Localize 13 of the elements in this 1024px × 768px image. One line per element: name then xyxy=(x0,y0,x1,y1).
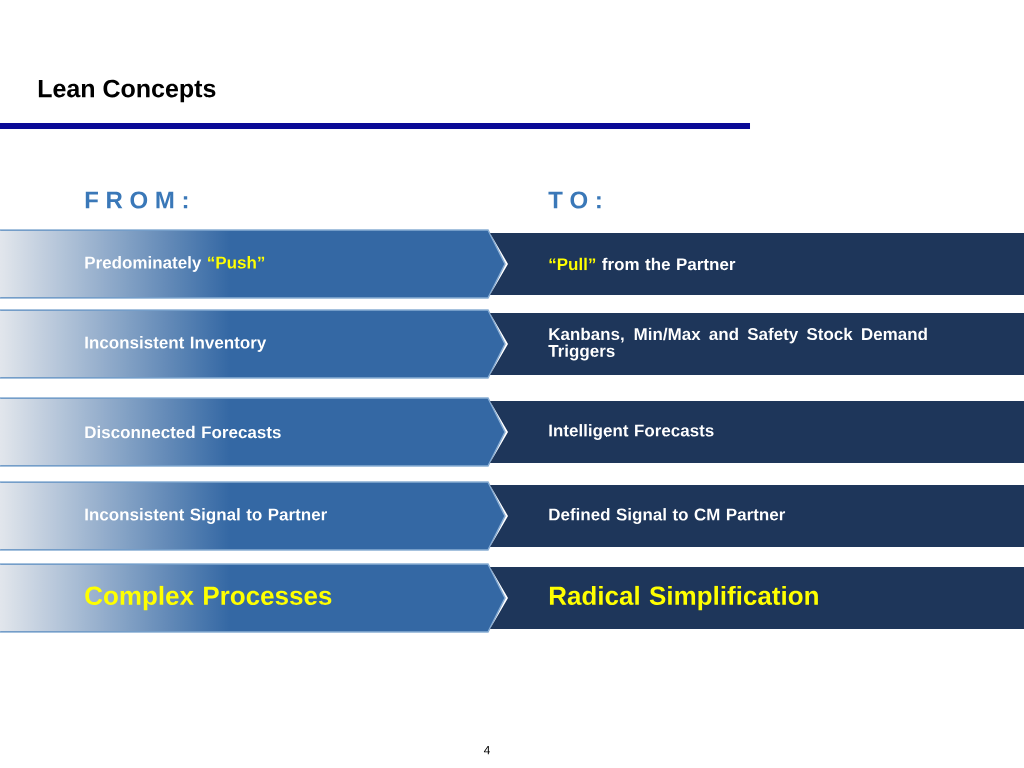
column-heading: T O : xyxy=(548,191,601,209)
chevron-box: Inconsistent Signal to Partner xyxy=(0,481,506,551)
chevron-box: Disconnected Forecasts xyxy=(0,397,506,467)
result-band: Radical Simplification xyxy=(490,567,1024,629)
result-band: “Pull” from the Partner xyxy=(490,233,1024,295)
chevron-box: Complex Processes xyxy=(0,563,506,633)
chevron-box: Predominately “Push” xyxy=(0,229,506,299)
result-band: Intelligent Forecasts xyxy=(490,401,1024,463)
result-band: Defined Signal to CM Partner xyxy=(490,485,1024,547)
chevron-box: Inconsistent Inventory xyxy=(0,309,506,379)
page-number: 4 xyxy=(483,745,490,755)
result-band: Kanbans, Min/Max and Safety Stock Demand Triggers xyxy=(490,313,1024,375)
title: Lean Concepts xyxy=(38,79,216,103)
